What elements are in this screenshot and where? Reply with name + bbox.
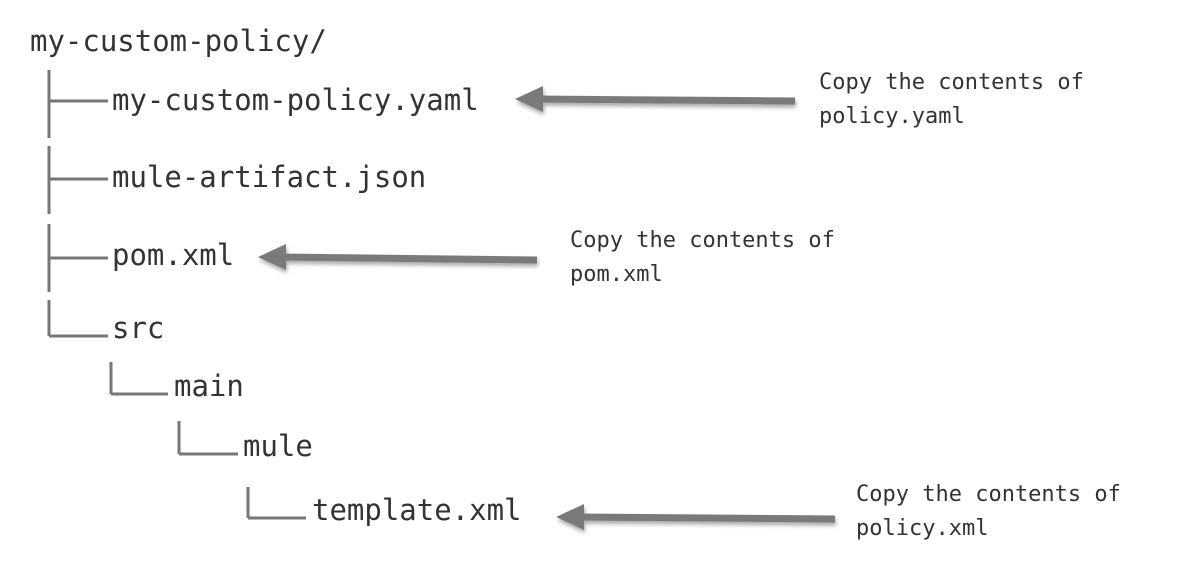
file-my-custom-policy-yaml: my-custom-policy.yaml (112, 83, 479, 117)
annotation-line: policy.xml (856, 516, 989, 541)
folder-src: src (112, 311, 165, 345)
annotation-line: Copy the contents of (856, 482, 1121, 507)
annotation-line: policy.yaml (819, 104, 965, 129)
file-mule-artifact-json: mule-artifact.json (112, 160, 427, 194)
file-template-xml: template.xml (312, 493, 522, 527)
annotation-line: Copy the contents of (819, 70, 1084, 95)
file-pom-xml: pom.xml (112, 238, 235, 272)
arrow-to-pom (258, 244, 538, 270)
arrow-to-yaml (515, 86, 796, 112)
folder-mule: mule (243, 429, 313, 463)
arrow-to-template (556, 504, 836, 530)
annotation-policy-xml: Copy the contents of policy.xml (856, 478, 1121, 546)
annotation-policy-yaml: Copy the contents of policy.yaml (819, 66, 1084, 134)
annotation-line: Copy the contents of (570, 228, 835, 253)
annotation-pom-xml: Copy the contents of pom.xml (570, 224, 835, 292)
folder-main: main (174, 369, 244, 403)
root-folder-label: my-custom-policy/ (30, 24, 327, 58)
annotation-line: pom.xml (570, 262, 663, 287)
